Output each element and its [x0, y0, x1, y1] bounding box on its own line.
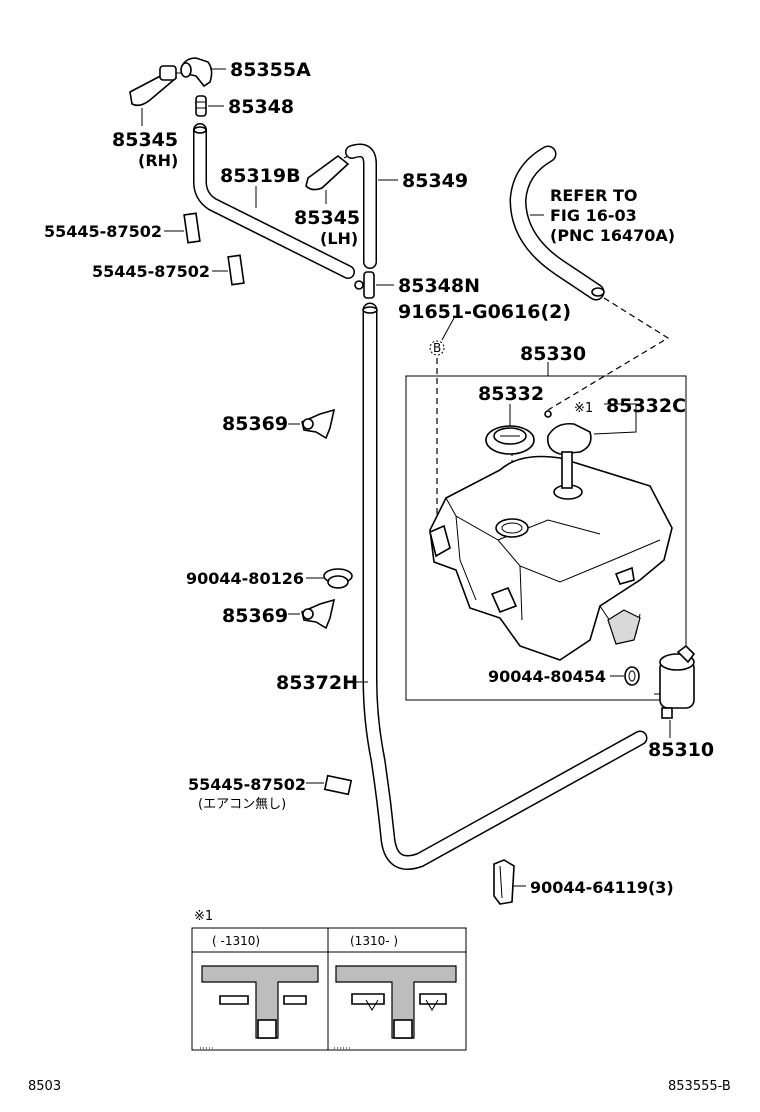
- grommet-90044-80126[interactable]: [323, 568, 353, 589]
- label-91651: 91651-G0616(2): [398, 301, 571, 323]
- inset-title: ※1: [194, 909, 213, 924]
- label-85348n: 85348N: [398, 275, 480, 297]
- washer-pump-85310[interactable]: [654, 644, 696, 719]
- label-rh: (RH): [138, 151, 178, 170]
- refer-line-2: FIG 16-03: [550, 206, 637, 225]
- hose-85372h[interactable]: [364, 304, 646, 869]
- label-85332c: 85332C: [606, 395, 686, 417]
- note-mark: ※1: [574, 401, 593, 416]
- label-90044-80126: 90044-80126: [186, 569, 304, 588]
- label-85355a: 85355A: [230, 59, 311, 81]
- label-85319b: 85319B: [220, 165, 301, 187]
- footer-right: 853555-B: [668, 1079, 731, 1094]
- label-85349: 85349: [402, 170, 468, 192]
- note-no-ac: (エアコン無し): [198, 797, 286, 812]
- marker-b: B: [429, 340, 445, 356]
- label-85310: 85310: [648, 739, 714, 761]
- variant-old-section: [200, 965, 319, 1049]
- clip-90044-64119[interactable]: [493, 859, 515, 905]
- grommet-90044-80454[interactable]: [624, 666, 640, 686]
- refer-line-3: (PNC 16470A): [550, 226, 675, 245]
- label-85369-a: 85369: [222, 413, 288, 435]
- variant-new-section: [334, 965, 457, 1049]
- label-90044-80454: 90044-80454: [488, 667, 606, 686]
- variant-inset: ※1 ( -1310) (1310- ): [191, 909, 467, 1051]
- connector-85348[interactable]: [195, 95, 207, 117]
- footer-left: 8503: [28, 1079, 61, 1094]
- label-85332: 85332: [478, 383, 544, 405]
- clamp-85369-a[interactable]: [301, 408, 336, 440]
- label-85372h: 85372H: [276, 672, 358, 694]
- refer-line-1: REFER TO: [550, 186, 638, 205]
- t-connector-85348n[interactable]: [354, 271, 375, 299]
- nozzle-lh[interactable]: [305, 153, 353, 191]
- clamp-85369-b[interactable]: [301, 598, 336, 630]
- label-85369-b: 85369: [222, 605, 288, 627]
- clip-55445-c[interactable]: [323, 774, 353, 796]
- inset-col2: (1310- ): [350, 934, 398, 948]
- nozzle-rh[interactable]: [129, 65, 183, 107]
- label-55445-b: 55445-87502: [92, 262, 210, 281]
- clip-55445-a[interactable]: [183, 212, 201, 244]
- label-55445-a: 55445-87502: [44, 222, 162, 241]
- leader-lines: [141, 68, 671, 887]
- label-85345-lh: 85345: [294, 207, 360, 229]
- clip-55445-b[interactable]: [227, 254, 245, 286]
- label-85348: 85348: [228, 96, 294, 118]
- hose-85349[interactable]: [346, 145, 376, 268]
- hose-refer[interactable]: [510, 147, 603, 299]
- inset-col1: ( -1310): [212, 934, 260, 948]
- label-85330: 85330: [520, 343, 586, 365]
- label-lh: (LH): [320, 229, 358, 248]
- marker-b-label: B: [433, 341, 441, 355]
- label-55445-c: 55445-87502: [188, 775, 306, 794]
- label-85345-rh: 85345: [112, 129, 178, 151]
- label-90044-64119: 90044-64119(3): [530, 878, 674, 897]
- washer-tank[interactable]: [429, 455, 673, 661]
- tank-box: [405, 375, 687, 701]
- tank-cap-85332[interactable]: [485, 425, 535, 455]
- elbow-connector[interactable]: [180, 57, 213, 88]
- tank-cap-85332c[interactable]: [544, 410, 592, 489]
